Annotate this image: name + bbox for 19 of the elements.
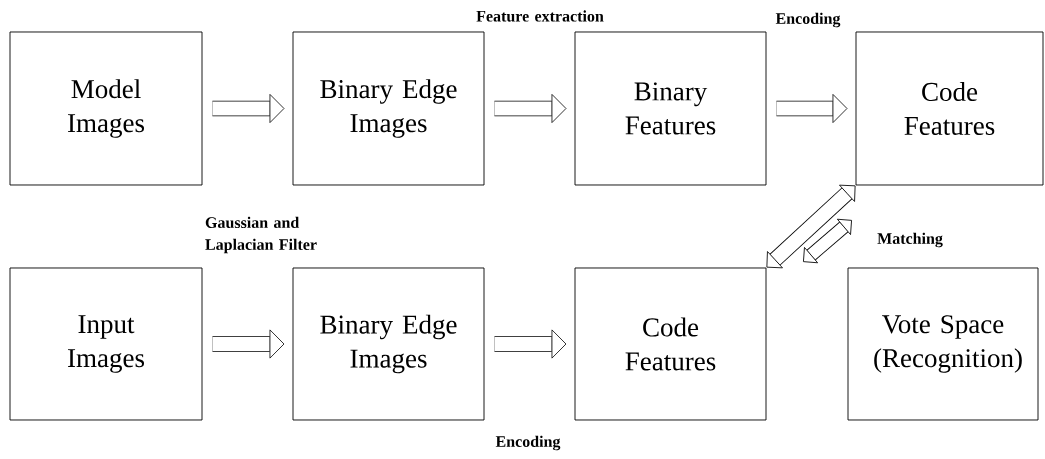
process-box: Code Features [855, 31, 1044, 186]
block-arrow [776, 94, 848, 123]
block-arrow [212, 329, 285, 359]
step-label: Encoding [495, 435, 561, 451]
block-arrow [766, 184, 856, 269]
process-box: Code Features [574, 267, 767, 421]
process-box: Binary Edge Images [292, 31, 485, 186]
block-arrow [494, 94, 567, 123]
block-arrow [212, 94, 285, 123]
process-box: Input Images [9, 267, 203, 421]
step-label: Encoding [775, 12, 841, 28]
process-box: Model Images [9, 31, 203, 186]
process-box: Binary Features [574, 31, 767, 186]
process-box: Binary Edge Images [292, 267, 485, 421]
step-label: Gaussian and Laplacian Filter [205, 216, 317, 254]
step-label: Feature extraction [476, 10, 604, 22]
process-box: Vote Space (Recognition) [847, 267, 1039, 421]
block-arrow [494, 329, 567, 359]
step-label: Matching [877, 232, 943, 248]
